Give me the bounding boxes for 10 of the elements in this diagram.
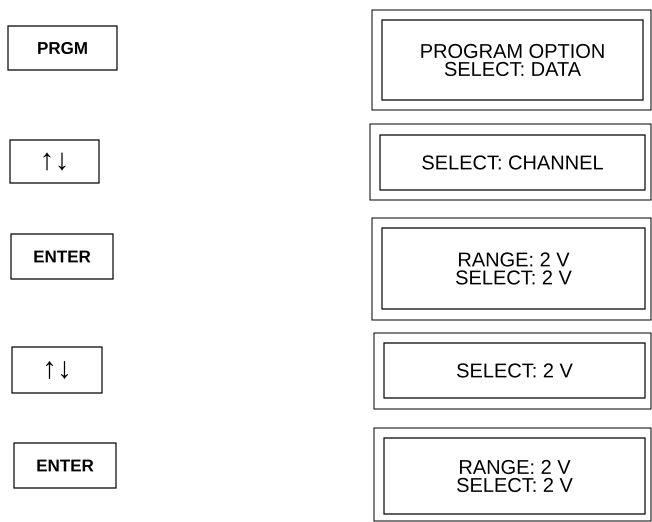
key-button: PRGM [7, 25, 118, 71]
display-panel: PROGRAM OPTION SELECT: DATA [372, 10, 652, 110]
key-button: ENTER [13, 442, 117, 489]
display-panel: RANGE: 2 V SELECT: 2 V [374, 428, 652, 522]
display-panel: RANGE: 2 V SELECT: 2 V [372, 218, 652, 320]
key-button: ENTER [10, 233, 114, 280]
display-panel: SELECT: 2 V [374, 332, 652, 410]
key-button: ↑↓ [9, 139, 100, 184]
display-panel: SELECT: CHANNEL [370, 124, 652, 200]
key-button: ↑↓ [11, 346, 103, 394]
